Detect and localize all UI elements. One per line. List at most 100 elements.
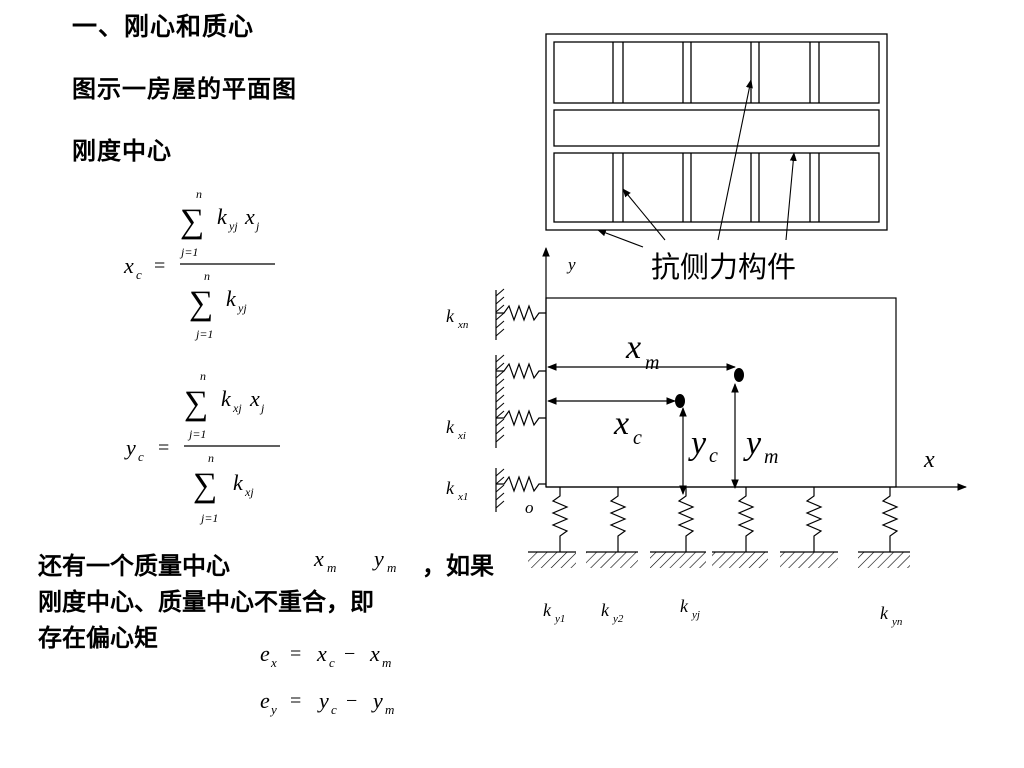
yc-num-x: x xyxy=(249,386,260,411)
yc-equals: = xyxy=(158,437,169,459)
label-kxn-sub: xn xyxy=(457,319,469,331)
paragraph-line-1: 还有一个质量中心 ，如果 xyxy=(38,548,528,584)
yc-den-lower: j=1 xyxy=(199,511,218,525)
inline-xm: x xyxy=(313,546,324,571)
inline-xm-sub: m xyxy=(327,560,336,575)
ey-ym-sub: m xyxy=(385,702,394,717)
label-ym-sub: m xyxy=(764,446,778,468)
origin-label: o xyxy=(525,498,534,517)
label-kyj: k xyxy=(680,596,689,616)
label-ky1: k xyxy=(543,600,552,620)
spring-kx-mid xyxy=(496,409,546,427)
label-kxi-sub: xi xyxy=(457,430,466,442)
xc-num-x: x xyxy=(244,204,255,229)
ex-xm-sub: m xyxy=(382,655,391,670)
dimension-arrows xyxy=(547,363,739,495)
ex-xc: x xyxy=(316,641,327,666)
label-xm-sub: m xyxy=(645,352,659,374)
xc-num-k-sub: yj xyxy=(228,219,238,233)
formula-xc: x c = n ∑ j=1 k yj x j n ∑ j=1 k yj xyxy=(123,187,275,341)
label-kxn: k xyxy=(446,306,455,326)
ey-ym: y xyxy=(371,688,383,713)
paragraph-line-2: 刚度中心、质量中心不重合，即 xyxy=(38,588,374,616)
ey-e: e xyxy=(260,688,270,713)
label-kyn-sub: yn xyxy=(891,616,903,628)
stiffness-diagram: y x o k xn k xi k x1 xyxy=(446,247,967,628)
inline-mass-center: x m y m xyxy=(313,546,396,575)
yc-num-lower: j=1 xyxy=(187,427,206,441)
xc-lhs: x xyxy=(123,253,134,278)
yc-den-sum: ∑ xyxy=(193,467,217,504)
yc-lhs-sub: c xyxy=(138,449,144,464)
ey-minus: − xyxy=(346,690,357,712)
plan-description: 图示一房屋的平面图 xyxy=(72,75,297,103)
ey-equals: = xyxy=(290,690,301,712)
left-wall-support xyxy=(495,288,546,512)
xc-den-k: k xyxy=(226,286,237,311)
x-axis-label: x xyxy=(923,447,935,473)
paragraph-line-1-end: ，如果 xyxy=(422,552,494,580)
label-ym: y xyxy=(743,425,762,462)
formula-yc: y c = n ∑ j=1 k xj x j n ∑ j=1 k xj xyxy=(124,369,280,525)
yc-num-sum: ∑ xyxy=(184,385,208,422)
ground-supports xyxy=(528,551,910,568)
yc-num-k: k xyxy=(221,386,232,411)
xc-num-sum: ∑ xyxy=(180,203,204,240)
inline-ym: y xyxy=(372,546,384,571)
label-ky2: k xyxy=(601,600,610,620)
yc-num-upper: n xyxy=(200,369,206,383)
xc-num-k: k xyxy=(217,204,228,229)
label-xc-sub: c xyxy=(633,427,642,449)
ex-xc-sub: c xyxy=(329,655,335,670)
spring-ky5 xyxy=(805,487,823,552)
ex-e-sub: x xyxy=(270,655,277,670)
label-yc-sub: c xyxy=(709,445,718,467)
spring-kxi xyxy=(496,362,546,380)
label-kx1-sub: x1 xyxy=(457,491,468,503)
spring-kxn xyxy=(496,304,546,322)
ex-minus: − xyxy=(344,643,355,665)
spring-ky1 xyxy=(551,487,569,552)
xc-equals: = xyxy=(154,255,165,277)
label-ky2-sub: y2 xyxy=(612,613,624,625)
spring-ky4 xyxy=(737,487,755,552)
spring-kyn xyxy=(881,487,899,552)
yc-num-k-sub: xj xyxy=(232,401,242,415)
label-kyj-sub: yj xyxy=(691,609,700,621)
xc-lhs-sub: c xyxy=(136,267,142,282)
stiffness-center-label: 刚度中心 xyxy=(72,137,172,165)
yc-den-k-sub: xj xyxy=(244,485,254,499)
yc-den-k: k xyxy=(233,470,244,495)
ey-yc: y xyxy=(317,688,329,713)
spring-ky2 xyxy=(609,487,627,552)
formula-ey: e y = y c − y m xyxy=(260,688,394,717)
xc-den-k-sub: yj xyxy=(237,301,247,315)
y-axis-label: y xyxy=(566,255,576,274)
ey-yc-sub: c xyxy=(331,702,337,717)
yc-den-upper: n xyxy=(208,451,214,465)
paragraph-line-3: 存在偏心矩 xyxy=(38,624,158,652)
spring-kyj xyxy=(677,487,695,552)
plan-corridor xyxy=(553,109,880,147)
label-yc: y xyxy=(688,425,707,462)
formula-ex: e x = x c − x m xyxy=(260,641,391,670)
stiffness-center-point xyxy=(675,394,685,408)
ex-e: e xyxy=(260,641,270,666)
label-ky1-sub: y1 xyxy=(554,613,565,625)
inline-ym-sub: m xyxy=(387,560,396,575)
member-pointer-arrows xyxy=(597,79,797,248)
spring-kx1 xyxy=(496,475,546,493)
xc-num-lower: j=1 xyxy=(179,245,198,259)
ex-equals: = xyxy=(290,643,301,665)
xc-den-lower: j=1 xyxy=(194,327,213,341)
building-plan xyxy=(545,33,888,231)
label-xc: x xyxy=(613,405,629,442)
yc-lhs: y xyxy=(124,435,136,460)
lateral-member-label: 抗侧力构件 xyxy=(651,250,796,284)
floor-slab xyxy=(545,297,897,488)
label-kyn: k xyxy=(880,603,889,623)
ex-xm: x xyxy=(369,641,380,666)
mass-center-paragraph: 还有一个质量中心 ，如果 刚度中心、质量中心不重合，即 存在偏心矩 xyxy=(38,548,528,656)
mass-center-point xyxy=(734,368,744,382)
